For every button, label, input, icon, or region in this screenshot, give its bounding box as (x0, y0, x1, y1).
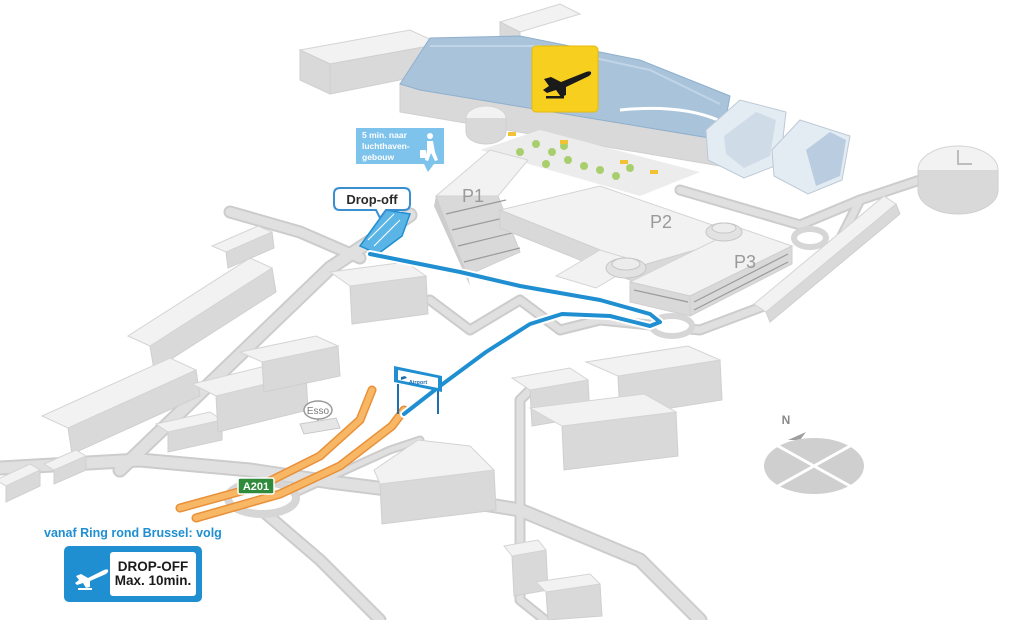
legend-text-panel: DROP-OFF Max. 10min. (110, 552, 196, 596)
terminal-departure-sign (531, 45, 599, 113)
walk-info-line-1: 5 min. naar (362, 130, 408, 140)
departure-plane-icon (543, 71, 592, 99)
airport-road-sign: Airport (394, 366, 442, 414)
parking-label-p1: P1 (462, 186, 484, 206)
legend-caption: vanaf Ring rond Brussel: volg (44, 526, 222, 540)
drop-off-zone (358, 209, 412, 255)
walk-info-line-2: luchthaven- (362, 141, 410, 151)
plane-icon (401, 376, 407, 380)
departure-plane-icon (75, 569, 109, 590)
parking-garages: P1 P2 P3 (434, 149, 794, 317)
walk-info-box: 5 min. naar luchthaven- gebouw (356, 128, 444, 172)
legend-line-1: DROP-OFF (117, 558, 189, 574)
drop-off-legend-sign: DROP-OFF Max. 10min. (64, 546, 202, 602)
compass-north-label: N (782, 413, 791, 427)
road-number-label: A201 (243, 481, 269, 493)
parking-label-p3: P3 (734, 252, 756, 272)
legend-line-2: Max. 10min. (114, 573, 192, 588)
compass: N (764, 413, 864, 494)
motorway-a201 (175, 385, 409, 523)
road-number-a201: A201 (237, 477, 275, 495)
terminal-complex (298, 3, 999, 215)
walking-traveller-icon (420, 133, 438, 161)
parking-label-p2: P2 (650, 212, 672, 232)
taxis (508, 132, 658, 174)
drop-off-callout: Drop-off (333, 187, 411, 220)
drop-off-label: Drop-off (346, 192, 398, 207)
walk-info-line-3: gebouw (362, 152, 394, 162)
road-sign-text: Airport (409, 380, 428, 386)
gas-station: Esso (299, 400, 341, 435)
esso-label: Esso (307, 406, 330, 417)
surrounding-buildings (0, 195, 901, 620)
drop-off-route (358, 209, 664, 418)
